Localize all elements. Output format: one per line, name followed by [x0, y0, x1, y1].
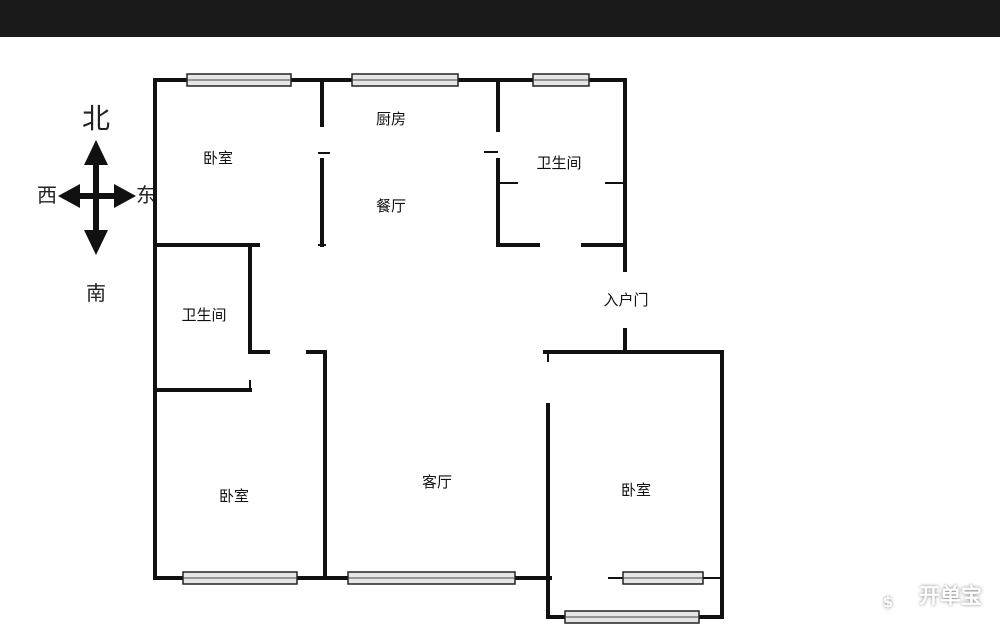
top-bar [0, 0, 1000, 37]
arrow-up-icon [84, 140, 108, 165]
compass: 北 南 东 西 [37, 102, 156, 305]
room-label-bathroom-ne: 卫生间 [536, 154, 581, 172]
arrow-left-icon [58, 184, 80, 208]
window-se-bedroom-lower [564, 610, 700, 624]
window-kitchen [351, 73, 459, 87]
interior-walls [153, 78, 627, 580]
window-ne-bathroom [532, 73, 590, 87]
window-living-room [347, 571, 516, 585]
room-label-kitchen: 厨房 [376, 110, 406, 128]
compass-north-label: 北 [82, 102, 110, 135]
brand-name: 开单宝 [919, 584, 982, 608]
room-labels: 卧室 厨房 餐厅 卫生间 卫生间 入户门 卧室 客厅 卧室 [181, 110, 651, 505]
svg-text:$: $ [883, 593, 893, 611]
room-label-bedroom-nw: 卧室 [203, 149, 233, 167]
room-label-living: 客厅 [422, 473, 452, 491]
outer-walls [153, 78, 724, 619]
window-nw-bedroom [186, 73, 292, 87]
room-label-dining: 餐厅 [376, 197, 406, 215]
compass-west-label: 西 [37, 183, 57, 207]
arrow-right-icon [114, 184, 136, 208]
window-sw-bedroom [182, 571, 298, 585]
room-label-bathroom-w: 卫生间 [181, 306, 226, 324]
brand-watermark: $ 开单宝 [865, 577, 982, 613]
house-dollar-icon: $ [865, 577, 911, 613]
compass-south-label: 南 [86, 281, 106, 305]
arrow-down-icon [84, 230, 108, 255]
room-label-bedroom-se: 卧室 [621, 481, 651, 499]
window-se-bedroom-upper [622, 571, 704, 585]
windows [182, 73, 704, 624]
room-label-entrance: 入户门 [603, 291, 648, 309]
room-label-bedroom-sw: 卧室 [219, 487, 249, 505]
compass-east-label: 东 [136, 183, 156, 207]
